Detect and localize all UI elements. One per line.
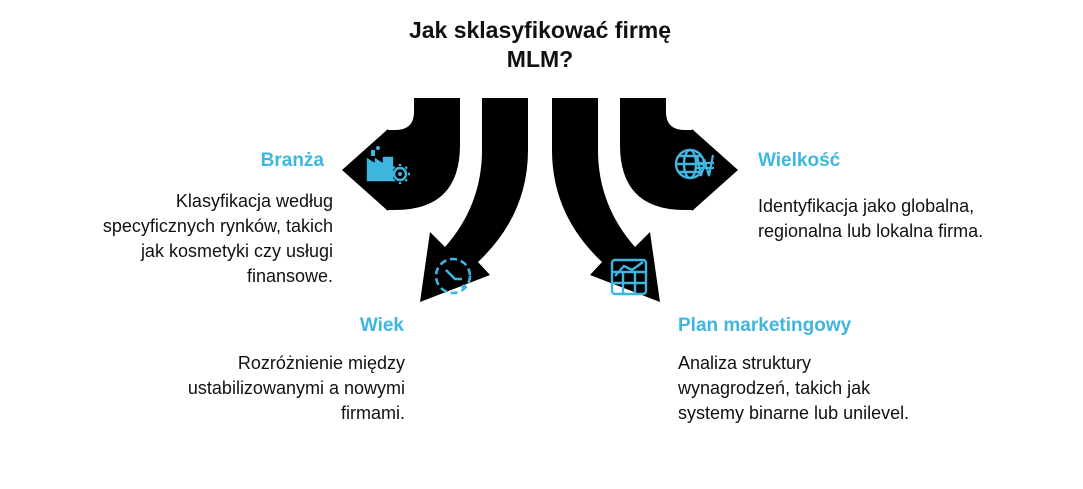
title-line-1: Jak sklasyfikować firmę xyxy=(408,17,672,43)
arrow-branza xyxy=(342,98,460,211)
plan-line-2: wynagrodzeń, takich jak xyxy=(678,378,871,398)
arrow-wiek xyxy=(420,98,528,302)
arrow-plan xyxy=(552,98,660,302)
factory-gear-icon xyxy=(366,146,410,184)
plan-heading: Plan marketingowy xyxy=(678,315,852,336)
wiek-line-1: Rozróżnienie między xyxy=(237,353,405,373)
plan-line-3: systemy binarne lub unilevel. xyxy=(678,403,910,423)
plan-description: Analiza struktury wynagrodzeń, takich ja… xyxy=(678,351,1008,426)
title-line-2: MLM? xyxy=(506,46,574,72)
diagram-title: Jak sklasyfikować firmę MLM? xyxy=(330,16,750,74)
branza-heading: Branża xyxy=(260,150,324,171)
plan-line-1: Analiza struktury xyxy=(678,353,812,373)
wiek-line-2: ustabilizowanymi a nowymi xyxy=(187,378,405,398)
wiek-line-3: firmami. xyxy=(341,403,405,423)
chart-grid-icon xyxy=(610,258,648,296)
wiek-description: Rozróżnienie między ustabilizowanymi a n… xyxy=(100,351,405,426)
wiek-heading: Wiek xyxy=(359,315,404,336)
wielkosc-line-1: Identyfikacja jako globalna, xyxy=(758,196,975,216)
globe-currency-icon xyxy=(674,148,715,180)
branza-line-1: Klasyfikacja według xyxy=(175,191,333,211)
branza-description: Klasyfikacja według specyficznych rynków… xyxy=(20,189,333,289)
branza-line-4: finansowe. xyxy=(246,266,333,286)
wielkosc-line-2: regionalna lub lokalna firma. xyxy=(758,221,984,241)
branza-line-3: jak kosmetyki czy usługi xyxy=(140,241,333,261)
wielkosc-heading: Wielkość xyxy=(758,150,841,171)
wielkosc-description: Identyfikacja jako globalna, regionalna … xyxy=(758,194,1068,244)
branza-line-2: specyficznych rynków, takich xyxy=(102,216,333,236)
timer-icon xyxy=(434,257,472,295)
